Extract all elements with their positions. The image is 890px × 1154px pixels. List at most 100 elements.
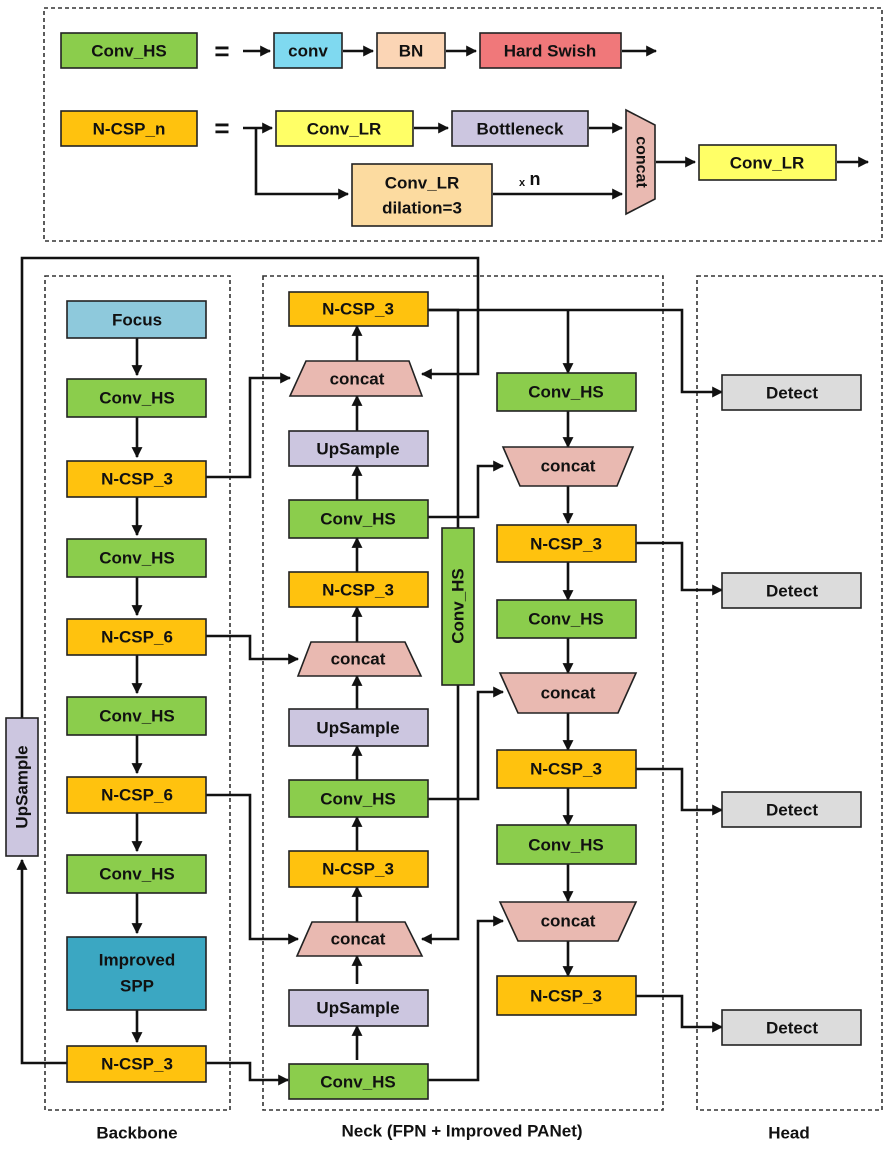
pan-conv-hs-label: Conv_HS [528,610,604,629]
neck-ncsp-3-top: N-CSP_3 [288,291,429,327]
backbone-conv-hs-label: Conv_HS [99,865,175,884]
pan-concat-label: concat [541,912,596,931]
head-detect-3: Detect [721,791,862,828]
backbone-focus-label: Focus [112,311,162,330]
legend-bottleneck: Bottleneck [451,110,589,147]
legend-conv-hs-label: Conv_HS [91,42,167,61]
pan-concat-1: concat [501,446,635,487]
pan-concat-label: concat [541,684,596,703]
head-detect-4: Detect [721,1009,862,1046]
pan-concat-3: concat [498,901,638,942]
head-detect-2: Detect [721,572,862,609]
backbone-upsample: UpSample [5,717,39,857]
legend-dilation-line1: Conv_LR [385,174,460,193]
neck-concat-2: concat [296,641,423,677]
neck-ncsp-3-mid: N-CSP_3 [288,571,429,608]
pan-conv-hs-label: Conv_HS [528,383,604,402]
head-detect-label: Detect [766,582,818,601]
neck-panel [262,275,664,1111]
backbone-ncsp-6-2: N-CSP_6 [66,776,207,814]
backbone-ncsp-6-label: N-CSP_6 [101,628,173,647]
backbone-conv-hs-1: Conv_HS [66,378,207,418]
legend-bn-label: BN [399,42,424,61]
neck-upsample-3: UpSample [288,989,429,1027]
neck-upsample-label: UpSample [316,999,399,1018]
neck-upsample-1: UpSample [288,430,429,467]
pan-conv-hs-label: Conv_HS [528,836,604,855]
pan-ncsp-3-label: N-CSP_3 [530,760,602,779]
neck-conv-hs-label: Conv_HS [320,1073,396,1092]
pan-concat-label: concat [541,457,596,476]
legend-dilation-line2: dilation=3 [382,199,462,218]
connections [16,45,870,1086]
legend-bottleneck-label: Bottleneck [477,120,564,139]
neck-conv-hs-bottom: Conv_HS [288,1063,429,1100]
neck-concat-label: concat [331,650,386,669]
neck-upsample-label: UpSample [316,440,399,459]
neck-conv-hs-vertical-label: Conv_HS [449,568,468,644]
legend-conv-lr-label: Conv_LR [307,120,382,139]
neck-concat-1: concat [288,360,424,397]
backbone-conv-hs-label: Conv_HS [99,707,175,726]
pan-ncsp-3-3: N-CSP_3 [496,975,637,1016]
legend-conv-lr-dilation: Conv_LR dilation=3 [351,163,493,227]
backbone-ncsp-3-label: N-CSP_3 [101,1055,173,1074]
neck-conv-hs-label: Conv_HS [320,510,396,529]
backbone-conv-hs-2: Conv_HS [66,538,207,578]
backbone-panel [44,275,231,1111]
pan-concat-2: concat [498,672,638,714]
legend-n-symbol: n [530,169,541,189]
backbone-ncsp-3-1: N-CSP_3 [66,460,207,498]
legend-ncsp-n-label: N-CSP_n [93,120,166,139]
backbone-spp-line1: Improved [99,951,176,970]
backbone-ncsp-3-label: N-CSP_3 [101,470,173,489]
neck-concat-label: concat [331,930,386,949]
neck-conv-hs-label: Conv_HS [320,790,396,809]
backbone-conv-hs-label: Conv_HS [99,389,175,408]
head-detect-label: Detect [766,801,818,820]
neck-conv-hs-vertical: Conv_HS [441,527,475,686]
neck-conv-hs-1: Conv_HS [288,499,429,539]
neck-ncsp-3-label: N-CSP_3 [322,300,394,319]
backbone-title: Backbone [96,1124,177,1143]
equals-sign: = [214,36,229,66]
pan-conv-hs-2: Conv_HS [496,599,637,639]
legend-hard-swish: Hard Swish [479,32,622,69]
legend-bn: BN [376,32,446,69]
backbone-ncsp-3-2: N-CSP_3 [66,1045,207,1083]
legend-hard-swish-label: Hard Swish [504,42,597,61]
legend-panel [43,7,883,242]
pan-conv-hs-3: Conv_HS [496,824,637,865]
pan-ncsp-3-1: N-CSP_3 [496,524,637,563]
legend-conv-lr-out: Conv_LR [698,144,837,181]
pan-ncsp-3-label: N-CSP_3 [530,987,602,1006]
pan-ncsp-3-label: N-CSP_3 [530,535,602,554]
legend-concat-label: concat [633,136,650,188]
neck-upsample-label: UpSample [316,719,399,738]
backbone-conv-hs-4: Conv_HS [66,854,207,894]
backbone-conv-hs-label: Conv_HS [99,549,175,568]
neck-ncsp-3-label: N-CSP_3 [322,860,394,879]
neck-conv-hs-2: Conv_HS [288,779,429,818]
backbone-upsample-label: UpSample [13,745,32,828]
equals-sign: = [214,113,229,143]
backbone-conv-hs-3: Conv_HS [66,696,207,736]
backbone-ncsp-6-label: N-CSP_6 [101,786,173,805]
neck-ncsp-3-label: N-CSP_3 [322,581,394,600]
neck-title: Neck (FPN + Improved PANet) [341,1122,582,1141]
legend-conv-lr-out-label: Conv_LR [730,154,805,173]
neck-upsample-2: UpSample [288,708,429,747]
legend-times-symbol: x [519,177,526,189]
head-detect-label: Detect [766,1019,818,1038]
backbone-improved-spp: Improved SPP [66,936,207,1011]
legend-conv-label: conv [288,42,328,61]
backbone-ncsp-6-1: N-CSP_6 [66,618,207,656]
head-detect-1: Detect [721,374,862,411]
legend-concat: concat [625,108,656,216]
head-detect-label: Detect [766,384,818,403]
neck-concat-3: concat [295,921,424,957]
legend-conv-lr: Conv_LR [275,110,414,147]
pan-ncsp-3-2: N-CSP_3 [496,749,637,789]
legend-ncsp-n: N-CSP_n [60,110,198,147]
